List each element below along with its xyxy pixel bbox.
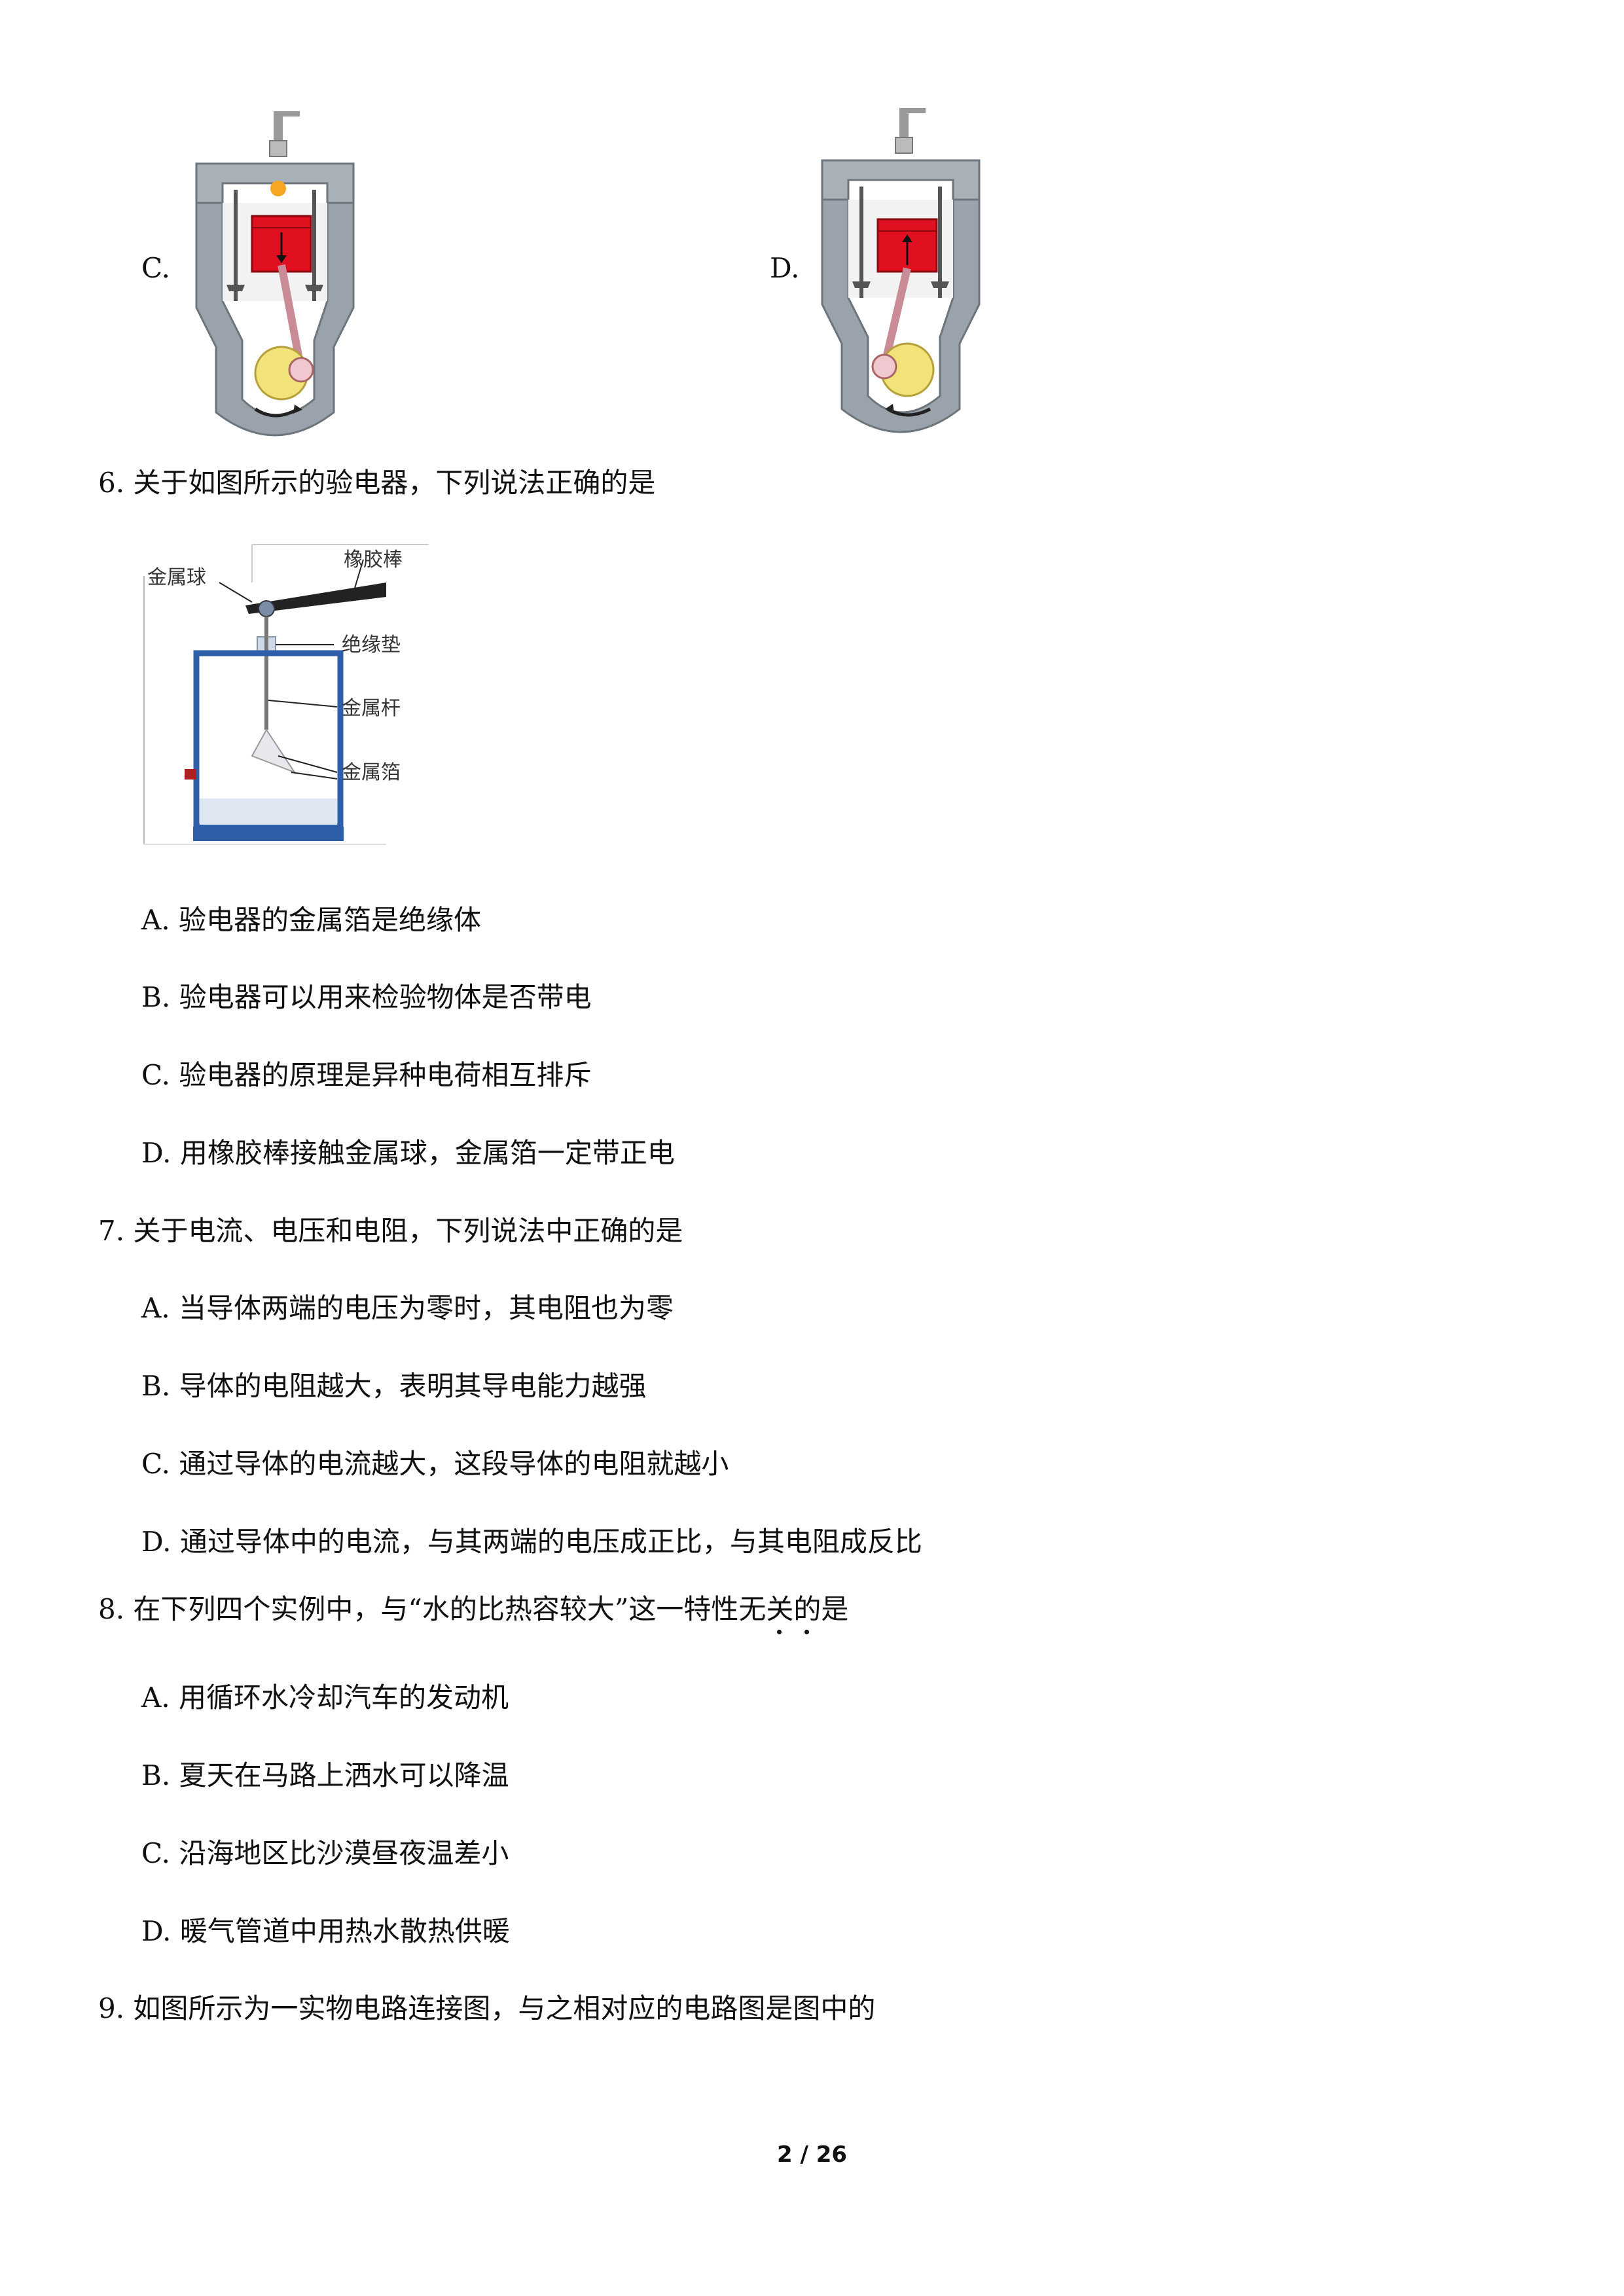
option-c-label: C. bbox=[141, 252, 170, 284]
label-metal-ball: 金属球 bbox=[147, 566, 206, 589]
label-metal-rod: 金属杆 bbox=[342, 697, 401, 720]
q6-option-a: A. 验电器的金属箔是绝缘体 bbox=[141, 904, 482, 936]
label-rubber-rod: 橡胶棒 bbox=[344, 548, 403, 571]
label-metal-foil: 金属箔 bbox=[342, 761, 401, 784]
q6-option-c: C. 验电器的原理是异种电荷相互排斥 bbox=[141, 1059, 592, 1091]
q7-option-b: B. 导体的电阻越大，表明其导电能力越强 bbox=[141, 1370, 647, 1402]
question-6-stem: 6. 关于如图所示的验电器，下列说法正确的是 bbox=[98, 467, 656, 499]
question-9-stem: 9. 如图所示为一实物电路连接图，与之相对应的电路图是图中的 bbox=[98, 1992, 876, 2024]
question-7-stem: 7. 关于电流、电压和电阻，下列说法中正确的是 bbox=[98, 1215, 683, 1247]
q7-option-c: C. 通过导体的电流越大，这段导体的电阻就越小 bbox=[141, 1448, 729, 1480]
engine-diagram-c bbox=[195, 111, 355, 437]
page-number: 2 / 26 bbox=[776, 2142, 848, 2168]
q6-option-d: D. 用橡胶棒接触金属球，金属箔一定带正电 bbox=[141, 1137, 675, 1169]
q8-option-c: C. 沿海地区比沙漠昼夜温差小 bbox=[141, 1837, 509, 1869]
electroscope-diagram: 橡胶棒 金属球 绝缘垫 金属杆 金属箔 bbox=[143, 544, 429, 845]
engine-diagram-d bbox=[821, 108, 981, 433]
q7-option-a: A. 当导体两端的电压为零时，其电阻也为零 bbox=[141, 1292, 674, 1324]
q8-option-a: A. 用循环水冷却汽车的发动机 bbox=[141, 1681, 509, 1713]
q6-option-b: B. 验电器可以用来检验物体是否带电 bbox=[141, 981, 592, 1013]
emphasis-dot bbox=[777, 1630, 782, 1634]
emphasis-dot bbox=[804, 1630, 809, 1634]
label-insulating-pad: 绝缘垫 bbox=[342, 634, 401, 656]
q7-option-d: D. 通过导体中的电流，与其两端的电压成正比，与其电阻成反比 bbox=[141, 1526, 922, 1558]
question-8-stem: 8. 在下列四个实例中，与“水的比热容较大”这一特性无关的是 bbox=[98, 1593, 849, 1625]
q8-option-b: B. 夏天在马路上洒水可以降温 bbox=[141, 1759, 509, 1791]
q8-option-d: D. 暖气管道中用热水散热供暖 bbox=[141, 1915, 510, 1947]
option-d-label: D. bbox=[770, 252, 800, 284]
